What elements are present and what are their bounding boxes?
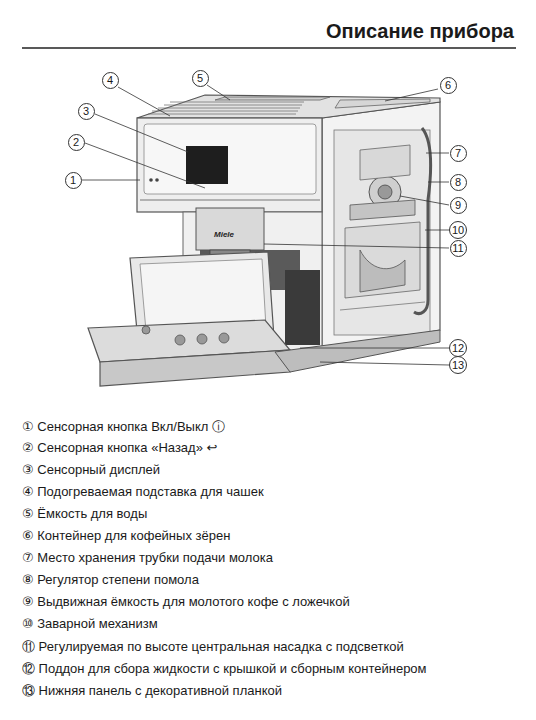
part-description: ⑧ Регулятор степени помола: [22, 572, 199, 587]
part-description: ⑥ Контейнер для кофейных зёрен: [22, 528, 230, 543]
part-description: ⑤ Ёмкость для воды: [22, 506, 147, 521]
part-description: ⑬ Нижняя панель с декоративной планкой: [22, 682, 282, 700]
callout-text: 1: [70, 175, 76, 186]
brand-logo: Miele: [214, 230, 234, 239]
callout-text: 5: [197, 73, 203, 84]
part-description: ④ Подогреваемая подставка для чашек: [22, 484, 264, 499]
callout-text: 3: [83, 106, 89, 117]
callout-number: 6: [440, 77, 457, 94]
callout-number: 9: [450, 197, 467, 214]
callout-text: 9: [455, 200, 461, 211]
page-title: Описание прибора: [326, 20, 514, 43]
callout-text: 7: [455, 148, 461, 159]
callout-number: 8: [450, 174, 467, 191]
callout-number: 2: [68, 134, 85, 151]
callout-number: 5: [192, 70, 209, 87]
callout-number: 4: [102, 72, 119, 89]
part-description: ⑩ Заварной механизм: [22, 616, 158, 631]
callout-number: 11: [450, 240, 467, 257]
callout-text: 11: [452, 243, 463, 254]
callout-text: 4: [107, 75, 113, 86]
callout-number: 7: [450, 145, 467, 162]
callout-number: 10: [449, 221, 467, 239]
callout-text: 6: [445, 80, 451, 91]
part-description: ⑪ Регулируемая по высоте центральная нас…: [22, 638, 404, 656]
callout-number: 13: [449, 356, 467, 374]
part-description: ① Сенсорная кнопка Вкл/Выкл ⓘ: [22, 418, 225, 436]
callout-text: 2: [73, 137, 79, 148]
part-description: ② Сенсорная кнопка «Назад» ↩: [22, 440, 217, 455]
callout-number: 3: [78, 103, 95, 120]
callout-text: 13: [452, 360, 464, 371]
callout-number: 12: [449, 339, 467, 357]
callout-text: 8: [455, 177, 461, 188]
part-description: ③ Сенсорный дисплей: [22, 462, 160, 477]
callout-text: 12: [452, 343, 464, 354]
part-description: ⑫ Поддон для сбора жидкости с крышкой и …: [22, 660, 427, 678]
part-description: ⑦ Место хранения трубки подачи молока: [22, 550, 273, 565]
callout-text: 10: [452, 225, 464, 236]
callout-number: 1: [65, 172, 82, 189]
part-description: ⑨ Выдвижная ёмкость для молотого кофе с …: [22, 594, 350, 609]
